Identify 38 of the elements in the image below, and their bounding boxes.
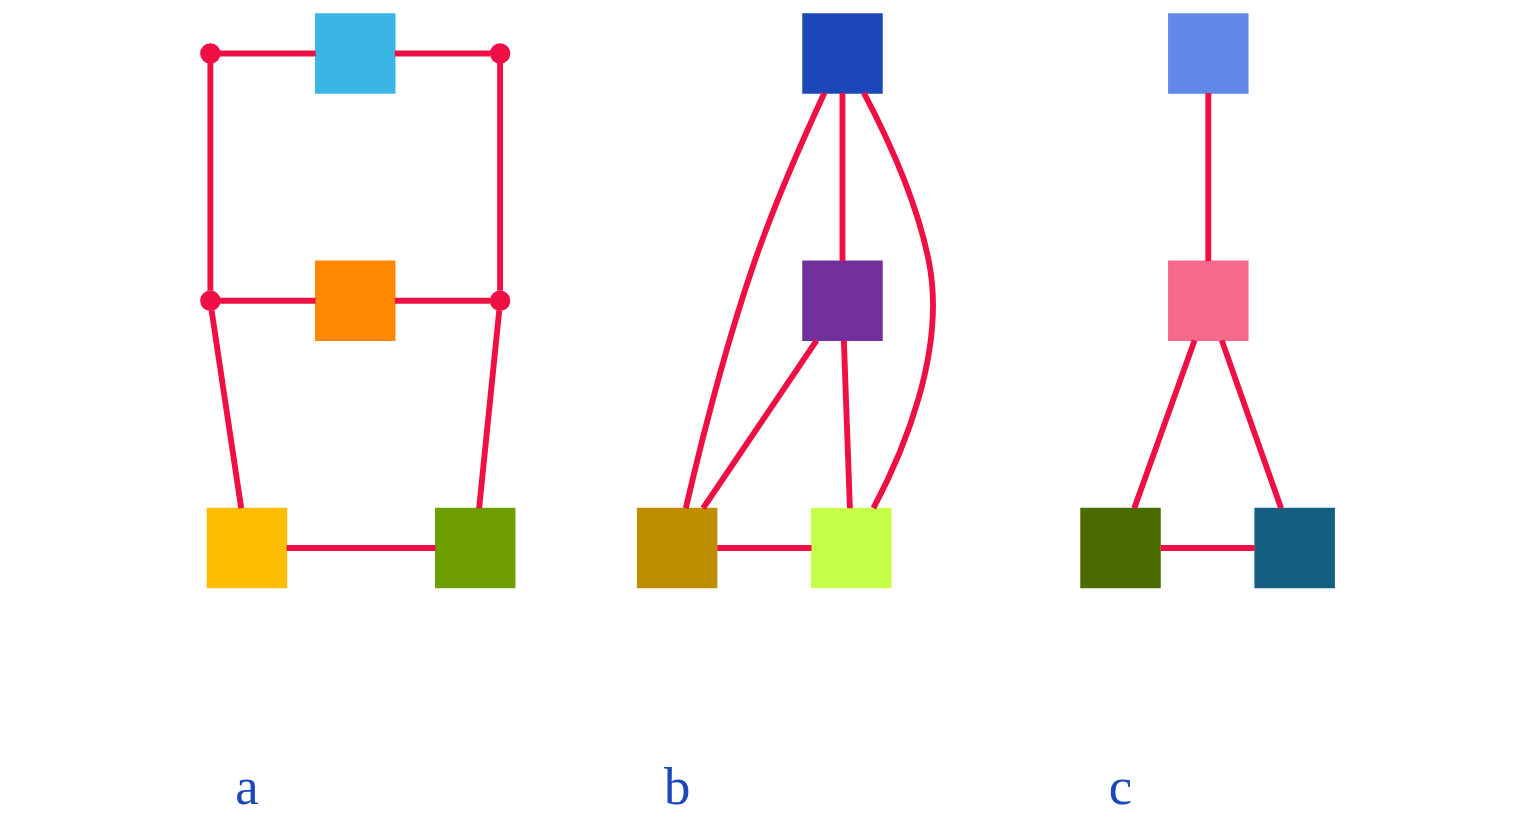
node-box [434,507,516,589]
connector [394,50,491,57]
node-box [1254,507,1335,589]
connector [207,63,214,291]
node-box [811,507,892,589]
node-circle [489,43,511,64]
node-circle [200,290,221,311]
node-box [1168,13,1249,94]
connector [394,297,491,304]
node-box [636,507,718,589]
connector [717,545,812,551]
connector [208,309,245,509]
node-box [802,260,883,341]
node-circle [200,43,221,64]
node-box [315,13,396,94]
connector [497,63,503,291]
connector [839,93,846,261]
connector [1205,93,1212,261]
connector [1219,339,1284,510]
label: a [235,756,259,815]
connector [220,50,316,57]
node-box [1168,260,1249,341]
node-box [206,507,288,589]
connector [861,91,936,510]
node-box [802,13,883,94]
connector [476,310,503,509]
connector [286,545,436,551]
connector [1160,545,1255,551]
connector [682,91,828,509]
label: c [1108,756,1133,815]
connector [220,297,316,304]
node-box [1080,507,1161,589]
label: b [663,756,691,815]
connector [1131,339,1198,510]
connector [840,340,853,509]
node-box [315,260,396,341]
node-circle [489,290,511,311]
connector [700,338,820,510]
